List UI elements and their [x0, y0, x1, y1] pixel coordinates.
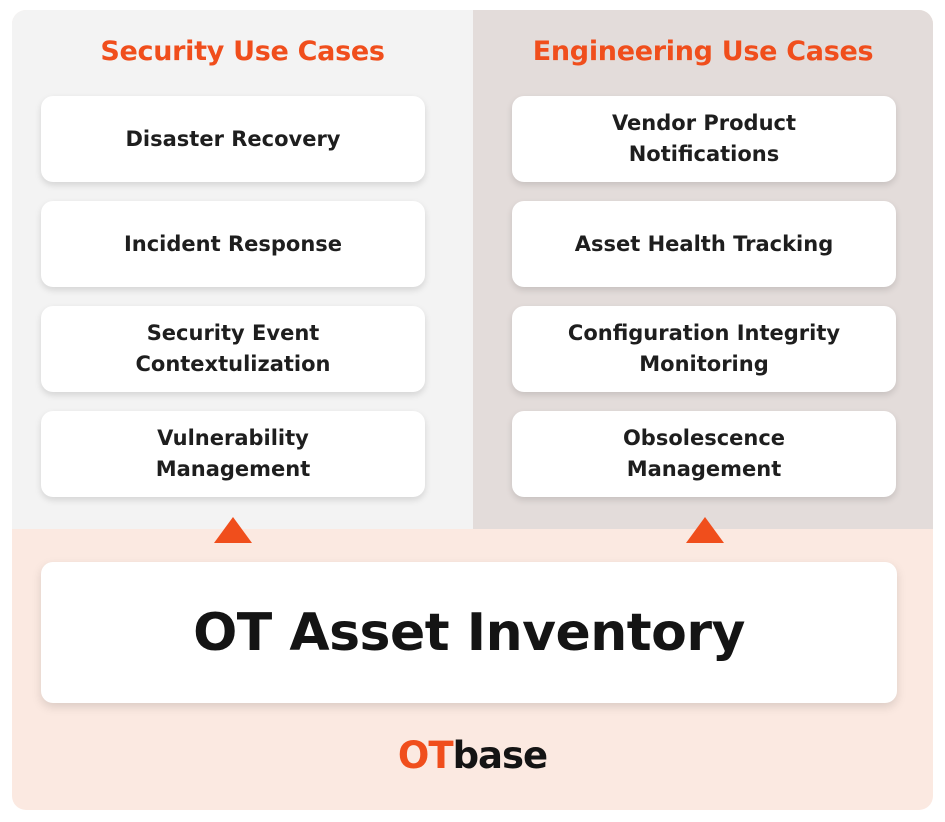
ot-asset-inventory-box: OT Asset Inventory	[41, 562, 897, 703]
card-security-event-contextulization: Security Event Contextulization	[41, 306, 425, 392]
arrow-up-icon	[214, 517, 252, 543]
card-line: Asset Health Tracking	[574, 231, 834, 256]
card-vulnerability-management: Vulnerability Management	[41, 411, 425, 497]
foundation-title: OT Asset Inventory	[193, 602, 745, 663]
card-line: Notifications	[628, 142, 780, 166]
otbase-logo: OTbase	[12, 734, 933, 777]
card-line: Disaster Recovery	[125, 126, 341, 151]
engineering-title: Engineering Use Cases	[532, 36, 874, 67]
card-line: Contextulization	[135, 352, 331, 376]
card-obsolescence-management: Obsolescence Management	[512, 411, 896, 497]
card-disaster-recovery: Disaster Recovery	[41, 96, 425, 182]
card-line: Configuration Integrity	[567, 321, 841, 345]
card-line: Incident Response	[123, 231, 343, 256]
security-panel: Security Use Cases Disaster Recovery Inc…	[12, 10, 473, 529]
card-vendor-product-notifications: Vendor Product Notifications	[512, 96, 896, 182]
logo-ot: OT	[397, 734, 454, 777]
card-configuration-integrity-monitoring: Configuration Integrity Monitoring	[512, 306, 896, 392]
card-line: Obsolescence	[622, 426, 786, 450]
card-line: Management	[155, 457, 311, 481]
engineering-panel: Engineering Use Cases Vendor Product Not…	[473, 10, 933, 529]
card-line: Monitoring	[639, 352, 769, 376]
card-line: Security Event	[146, 321, 320, 345]
logo-base: base	[452, 734, 549, 777]
arrow-up-icon	[686, 517, 724, 543]
card-line: Management	[626, 457, 782, 481]
card-line: Vulnerability	[157, 426, 309, 450]
card-incident-response: Incident Response	[41, 201, 425, 287]
security-title: Security Use Cases	[100, 36, 385, 67]
diagram-frame: Security Use Cases Disaster Recovery Inc…	[12, 10, 933, 810]
card-asset-health-tracking: Asset Health Tracking	[512, 201, 896, 287]
card-line: Vendor Product	[611, 111, 797, 135]
